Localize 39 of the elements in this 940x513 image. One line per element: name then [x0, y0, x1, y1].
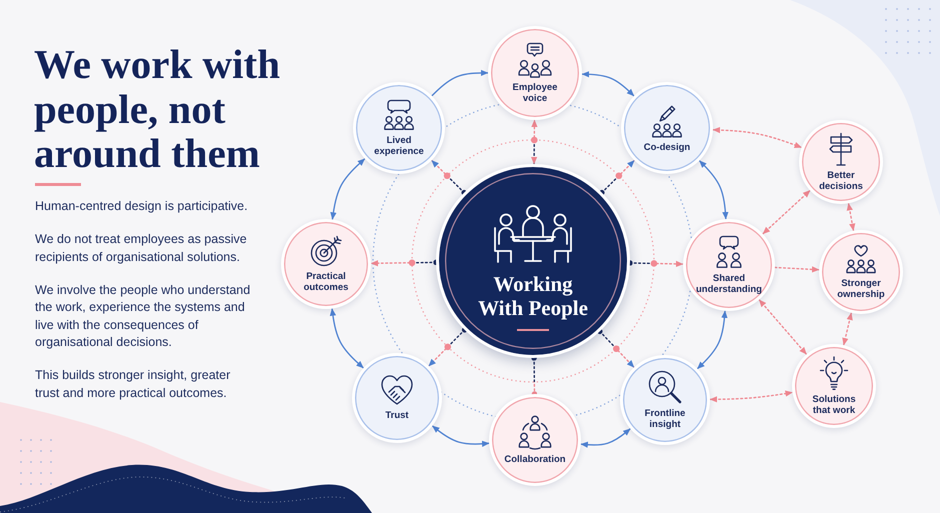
dotted-arrow: [530, 119, 538, 165]
dotted-connector: [531, 355, 538, 397]
arrow: [330, 308, 364, 368]
node-label: Shared understanding: [695, 272, 763, 296]
paragraph: Human-centred design is participative.: [35, 198, 249, 215]
node-label: Collaboration: [504, 454, 566, 466]
heading: We work with people, not around them: [34, 42, 281, 176]
node-label: Stronger ownership: [836, 278, 886, 300]
node-label: Trust: [384, 410, 410, 422]
dotted-arrow: [774, 266, 820, 273]
topic-circle: [353, 82, 445, 174]
node-label: Frontline insight: [644, 408, 686, 430]
node-label: Solutions that work: [812, 394, 856, 416]
dotted-arrow: [709, 390, 794, 402]
arrow: [330, 158, 366, 220]
dotted-arrow: [842, 312, 853, 346]
paragraph: We do not treat employees as passive recipients of organisational solutions.: [35, 231, 248, 266]
arrow: [698, 160, 728, 220]
paragraph: We involve the people who understand the work, experience the systems and live with the consequences of organisational decisions.: [35, 282, 252, 351]
arrow: [580, 428, 631, 448]
node-label: Employee voice: [512, 82, 558, 104]
arrow: [582, 71, 634, 96]
dotted-arrow: [758, 299, 808, 355]
dotted-arrow: [597, 328, 635, 368]
paragraph: This builds stronger insight, greater trust and more practical outcomes.: [35, 367, 232, 402]
arrow: [431, 70, 488, 96]
hub-title: Working With People: [477, 272, 589, 320]
dotted-arrow: [846, 202, 856, 232]
dotted-arrow: [430, 160, 467, 196]
node-label: Lived experience: [373, 134, 425, 158]
dotted-arrow: [428, 327, 468, 367]
arrow: [432, 425, 490, 447]
dotted-arrow: [599, 160, 636, 196]
dotted-arrow: [762, 190, 811, 235]
node-label: Better decisions: [818, 170, 864, 192]
node-label: Co-design: [643, 142, 691, 154]
arrow: [696, 310, 728, 370]
node-label: Practical outcomes: [302, 270, 350, 294]
dotted-arrow: [712, 126, 802, 148]
